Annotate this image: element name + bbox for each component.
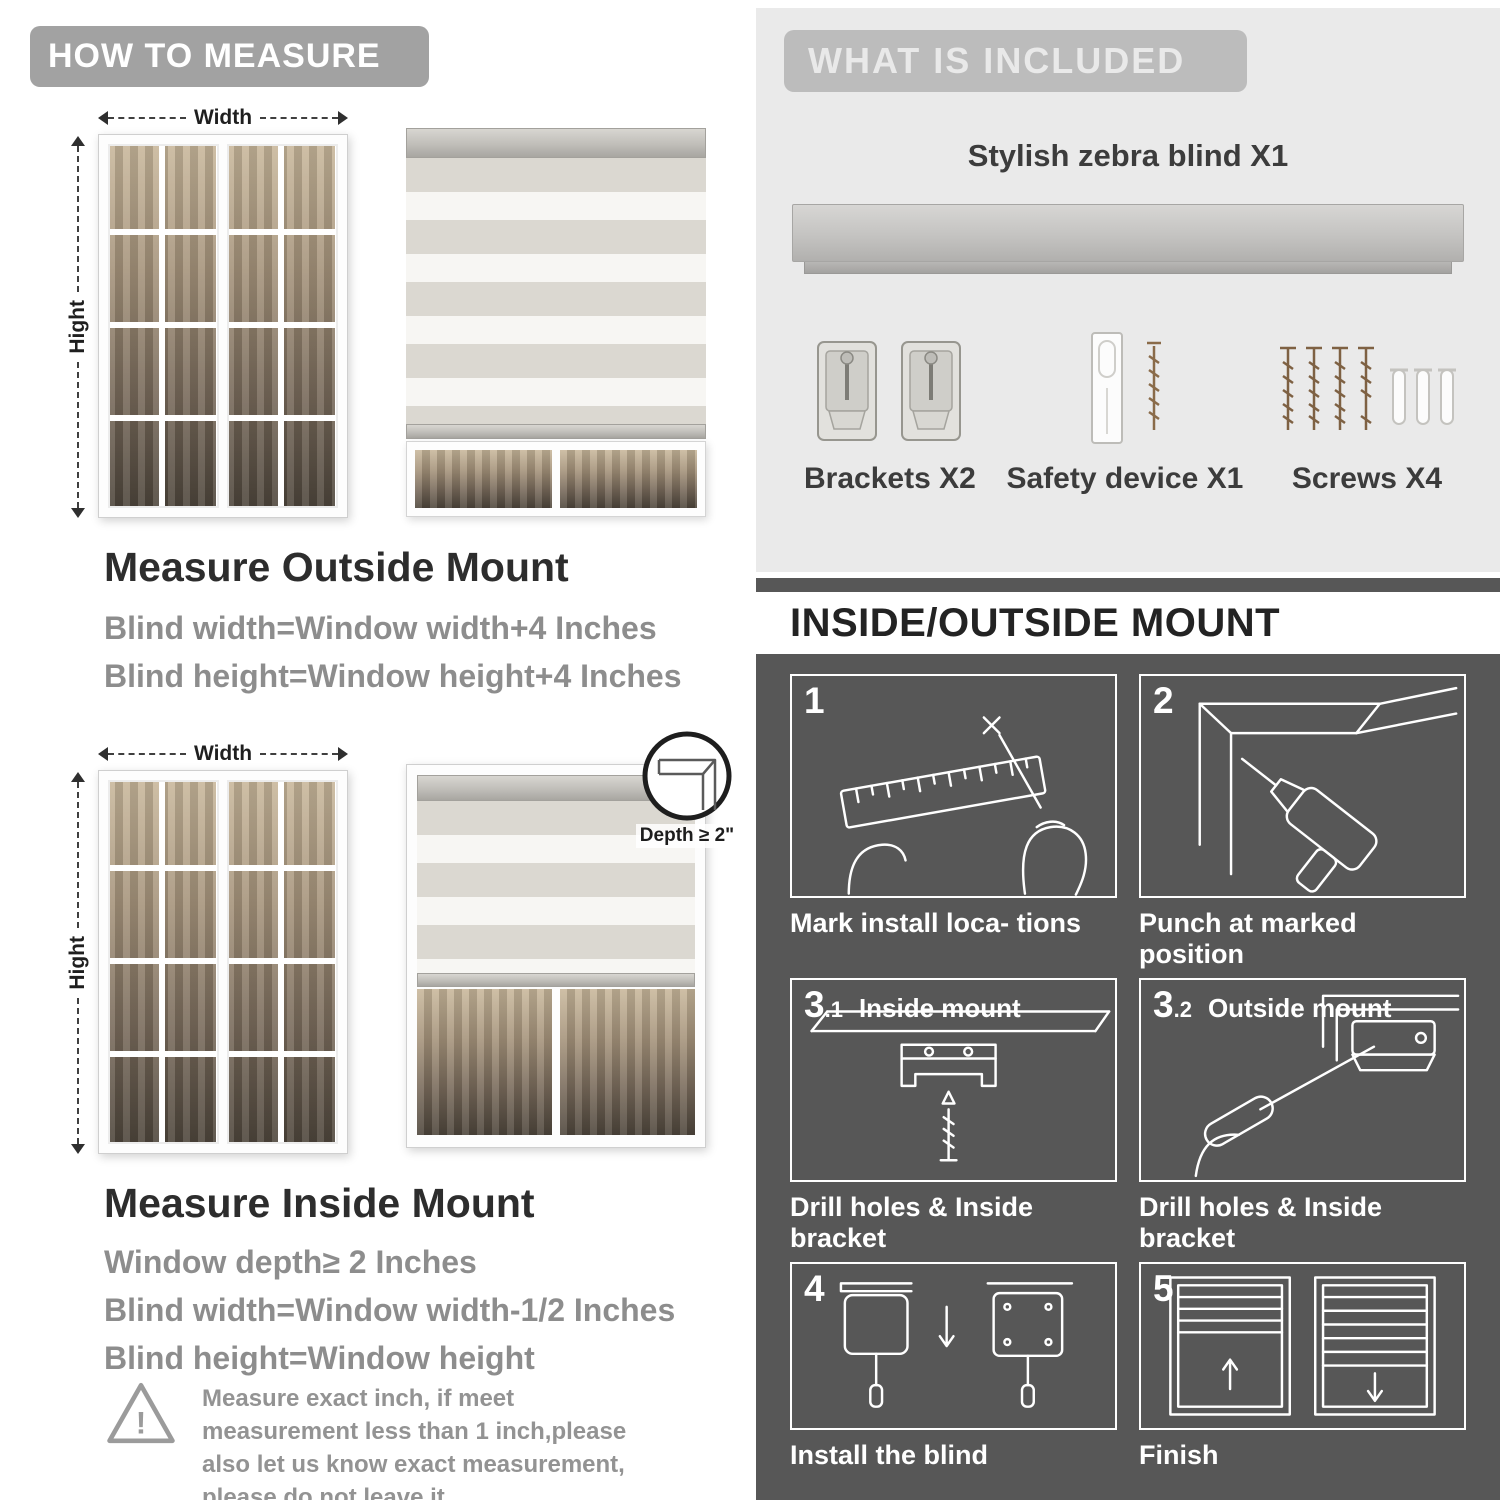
width-arrow: Width [98,742,348,765]
depth-note: Depth ≥ 2" [635,824,739,848]
safety-device-label: Safety device X1 [1006,462,1244,495]
included-item-safety-device: Safety device X1 [1006,330,1243,496]
step-panel: 2 [1139,674,1466,898]
width-arrow: Width [98,106,348,129]
mount-step-3-1: 3 .1 Inside mount [790,978,1117,1254]
depth-corner-icon [642,731,732,821]
brackets-icon [816,341,961,441]
mount-step-3-2: 3 .2 Outside mount [1139,978,1466,1254]
mount-section-header: INSIDE/OUTSIDE MOUNT [756,592,1500,654]
included-item-screws: Screws X4 [1274,336,1460,496]
window-sash [227,144,338,508]
arrowhead-left-icon [98,747,108,761]
window-sash [108,144,219,508]
arrowhead-down-icon [71,508,85,518]
step-caption: Drill holes & Inside bracket [1139,1192,1383,1254]
warning-triangle-icon: ! [107,1382,175,1444]
step4-illustration [839,1282,1074,1409]
window-below-blind [417,989,695,1135]
mount-steps-grid: 1 [756,654,1500,1479]
height-arrow: Hight [66,136,89,518]
outside-rule-2: Blind height=Window height+4 Inches [104,658,682,694]
mount-step-2: 2 [1139,674,1466,970]
mount-step-1: 1 [790,674,1117,970]
right-column: WHAT IS INCLUDED Stylish zebra blind X1 [750,0,1500,1500]
window-sash [227,780,338,1144]
mount-step-5: 5 [1139,1262,1466,1471]
inside-mount-heading: Measure Inside Mount [104,1180,535,1226]
step3-1-illustration [810,1010,1111,1162]
arrowhead-right-icon [338,747,348,761]
safety-device-icon [1090,332,1161,444]
zebra-blind-inside-illustration: Depth ≥ 2" [406,731,739,1148]
how-to-measure-header: HOW TO MEASURE [30,26,429,87]
step-number: 2 [1153,680,1174,721]
step-caption: Punch at marked position [1139,908,1357,970]
what-is-included-section: WHAT IS INCLUDED Stylish zebra blind X1 [756,8,1500,572]
width-label: Width [193,742,253,765]
inside-rule-2: Blind width=Window width-1/2 Inches [104,1292,676,1328]
step-panel: 4 [790,1262,1117,1431]
included-item-brackets: Brackets X2 [804,336,976,496]
arrowhead-right-icon [338,111,348,125]
warning-mark: ! [136,1405,146,1440]
inside-rule-1: Window depth≥ 2 Inches [104,1244,477,1280]
depth-callout: Depth ≥ 2" [622,730,752,848]
how-to-measure-section: HOW TO MEASURE Width Hight [30,26,739,1500]
mount-step-4: 4 [790,1262,1117,1471]
step-number: 3 [804,984,825,1026]
window-with-dimensions: Width Hight [66,106,380,546]
step-number: 3 [1153,984,1174,1026]
outside-mount-heading: Measure Outside Mount [104,544,569,590]
arrowhead-down-icon [71,1144,85,1154]
blind-bottomrail [417,973,695,987]
step-caption: Mark install loca- tions [790,908,1082,938]
window-below-blind [406,441,706,517]
zebra-blind-outside-illustration [406,128,706,517]
step1-illustration [839,716,1088,896]
step-panel: 3 .2 Outside mount [1139,978,1466,1183]
arrowhead-up-icon [71,136,85,146]
warning-text: Measure exact inch, if meet measurement … [202,1385,627,1500]
step-caption: Finish [1139,1440,1219,1471]
step-panel: 5 [1139,1262,1466,1431]
step-caption: Drill holes & Inside bracket [790,1192,1034,1254]
mount-instructions-section: INSIDE/OUTSIDE MOUNT 1 [756,578,1500,1500]
step-number: 1 [804,680,825,721]
window-illustration [98,134,348,518]
step-panel: 3 .1 Inside mount [790,978,1117,1183]
inside-rule-3: Blind height=Window height [104,1340,535,1376]
step-caption: Install the blind [790,1440,989,1471]
blind-headrail [406,128,706,158]
window-illustration [98,770,348,1154]
arrowhead-left-icon [98,111,108,125]
window-with-dimensions: Width Hight [66,742,380,1182]
what-is-included-header: WHAT IS INCLUDED [784,30,1248,92]
step-panel: 1 [790,674,1117,898]
height-arrow: Hight [66,772,89,1154]
inside-mount-illustration: Width Hight [66,731,739,1182]
outside-rule-1: Blind width=Window width+4 Inches [104,610,657,646]
step2-illustration [1198,686,1458,893]
outside-mount-illustration: Width Hight [66,106,706,546]
step-number: 5 [1153,1268,1174,1310]
step-number: 4 [804,1268,825,1310]
blind-fabric [406,158,706,424]
blind-item-label: Stylish zebra blind X1 [967,138,1289,173]
measure-warning: ! Measure exact inch, if meet measuremen… [104,1378,652,1500]
screws-icon [1279,346,1456,430]
width-label: Width [193,106,253,129]
step3-2-illustration [1194,994,1460,1178]
blind-headrail-illustration [792,204,1464,274]
blind-bottomrail [406,424,706,439]
brackets-label: Brackets X2 [804,462,976,495]
window-sash [108,780,219,1144]
step5-illustration [1169,1276,1436,1416]
screws-label: Screws X4 [1291,462,1443,495]
arrowhead-up-icon [71,772,85,782]
height-label: Hight [66,936,89,990]
height-label: Hight [66,300,89,354]
included-items-row: Brackets X2 Safety device X1 [804,330,1460,496]
